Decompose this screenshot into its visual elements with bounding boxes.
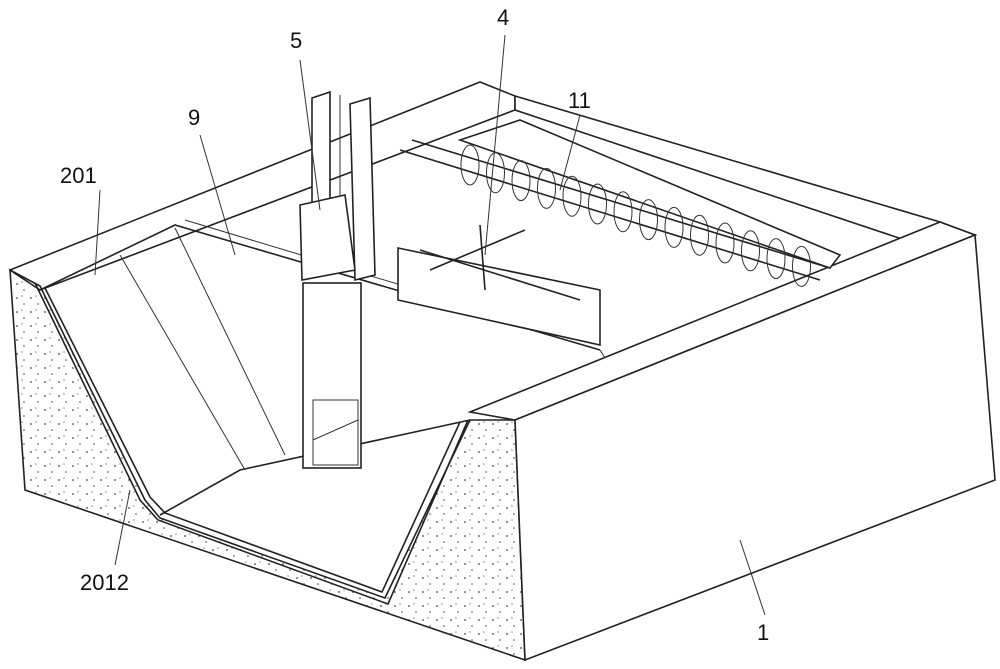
- screw-flight: [792, 245, 811, 287]
- screw-flight: [613, 191, 633, 233]
- screw-flight: [588, 183, 607, 225]
- label-2012: 2012: [80, 570, 129, 595]
- label-1: 1: [757, 620, 770, 645]
- tank-body: [8, 81, 996, 662]
- leader-lines: [94, 34, 766, 616]
- screw-flight: [664, 206, 684, 248]
- screw-flight: [639, 199, 658, 241]
- screw-flight: [715, 222, 735, 264]
- screw-flight: [486, 152, 505, 194]
- screw-flight: [460, 144, 480, 186]
- label-4: 4: [497, 5, 510, 30]
- mixer: [397, 224, 601, 346]
- screw-flight: [511, 160, 531, 202]
- label-5: 5: [290, 28, 303, 53]
- screw-flight: [562, 175, 582, 217]
- screw-flight: [537, 167, 556, 209]
- concrete-end-face: [9, 268, 526, 662]
- screw-conveyor: [399, 119, 842, 287]
- partition-wall: [302, 282, 362, 469]
- label-201: 201: [60, 163, 97, 188]
- right-block-side: [514, 233, 996, 662]
- screw-flight: [766, 238, 786, 280]
- screw-flight: [690, 214, 709, 256]
- screw-flight: [741, 230, 760, 272]
- label-11: 11: [568, 88, 591, 113]
- lifting-device: [299, 90, 376, 282]
- label-9: 9: [188, 105, 201, 130]
